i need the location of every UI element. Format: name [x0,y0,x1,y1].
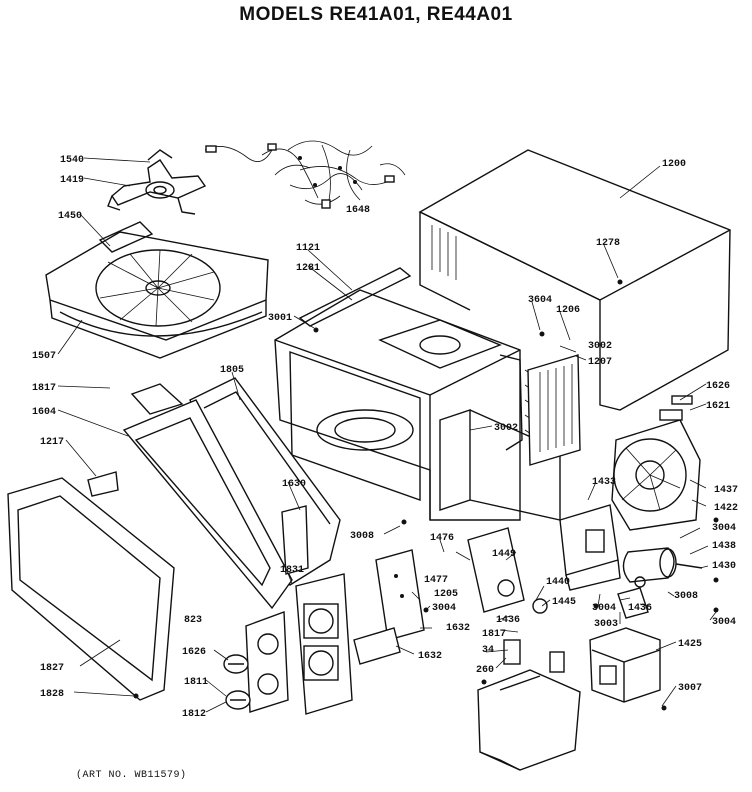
callout-label: 1449 [492,549,516,560]
callout-label: 1831 [280,565,304,576]
callout-label: 1507 [32,351,56,362]
choke-cover [130,383,184,415]
callout-labels: 1540 1419 1648 1200 1450 1278 1121 1281 … [32,155,738,720]
callout-label: 3002 [588,341,612,352]
callout-label: 3008 [350,531,374,542]
callout-label: 1630 [282,479,306,490]
control-panel [245,505,353,715]
callout-label: 1817 [32,383,56,394]
callout-label: 1805 [220,365,244,376]
callout-label: 3001 [268,313,292,324]
callout-label: 3004 [432,603,456,614]
capacitor [622,547,703,583]
door-inner-panel [122,399,293,610]
callout-label: 1604 [32,407,56,418]
screws [313,279,719,711]
callout-label: 1438 [712,541,736,552]
callout-label: 1278 [596,238,620,249]
control-board [353,549,425,665]
callout-label: 1436 [628,603,652,614]
callout-label: 1621 [706,401,730,412]
callout-label: 823 [184,615,202,626]
wire-harness [204,140,406,209]
callout-label: 1626 [182,647,206,658]
diode-fuse-bracket [617,576,649,619]
main-cavity [274,267,561,521]
knobs [133,654,251,710]
base-bracket [477,669,581,771]
leader-lines [57,157,717,713]
callout-label: 1121 [296,243,320,254]
stirrer-blade [107,149,207,215]
callout-label: 1632 [446,623,470,634]
callout-label: 3604 [528,295,552,306]
stirrer-cover [45,221,269,359]
callout-label: 1200 [662,159,686,170]
callout-label: 1827 [40,663,64,674]
callout-label: 1626 [706,381,730,392]
outer-cabinet [418,149,731,411]
callout-label: 1436 [496,615,520,626]
callout-label: 3004 [712,617,736,628]
door-latch [87,471,119,497]
art-number: (ART NO. WB11579) [76,770,187,781]
magnetron [589,627,661,703]
callout-label: 1812 [182,709,206,720]
callout-label: 3002 [494,423,518,434]
callout-label: 1811 [184,677,208,688]
callout-label: 1206 [556,305,580,316]
callout-label: 1828 [40,689,64,700]
callout-label: 1425 [678,639,702,650]
switch-interlock-assembly [467,527,565,673]
callout-label: 1430 [712,561,736,572]
callout-label: 3007 [678,683,702,694]
fan-motor-assembly [527,354,701,531]
callout-label: 3008 [674,591,698,602]
callout-label: 1437 [714,485,738,496]
callout-label: 3004 [712,523,736,534]
callout-label: 1422 [714,503,738,514]
callout-label: 1207 [588,357,612,368]
callout-label: 3004 [592,603,616,614]
callout-label: 34 [482,645,494,656]
callout-label: 1540 [60,155,84,166]
callout-label: 1281 [296,263,320,274]
callout-label: 1419 [60,175,84,186]
callout-label: 1648 [346,205,370,216]
diagram-title: MODELS RE41A01, RE44A01 [239,4,513,25]
callout-label: 1450 [58,211,82,222]
door-outer-frame [7,477,175,701]
callout-label: 1440 [546,577,570,588]
callout-label: 1433 [592,477,616,488]
callout-label: 260 [476,665,494,676]
callout-label: 1477 [424,575,448,586]
callout-label: 1817 [482,629,506,640]
callout-label: 3003 [594,619,618,630]
callout-label: 1632 [418,651,442,662]
callout-label: 1217 [40,437,64,448]
callout-label: 1476 [430,533,454,544]
callout-label: 1205 [434,589,458,600]
transformer [559,504,621,591]
callout-label: 1445 [552,597,576,608]
